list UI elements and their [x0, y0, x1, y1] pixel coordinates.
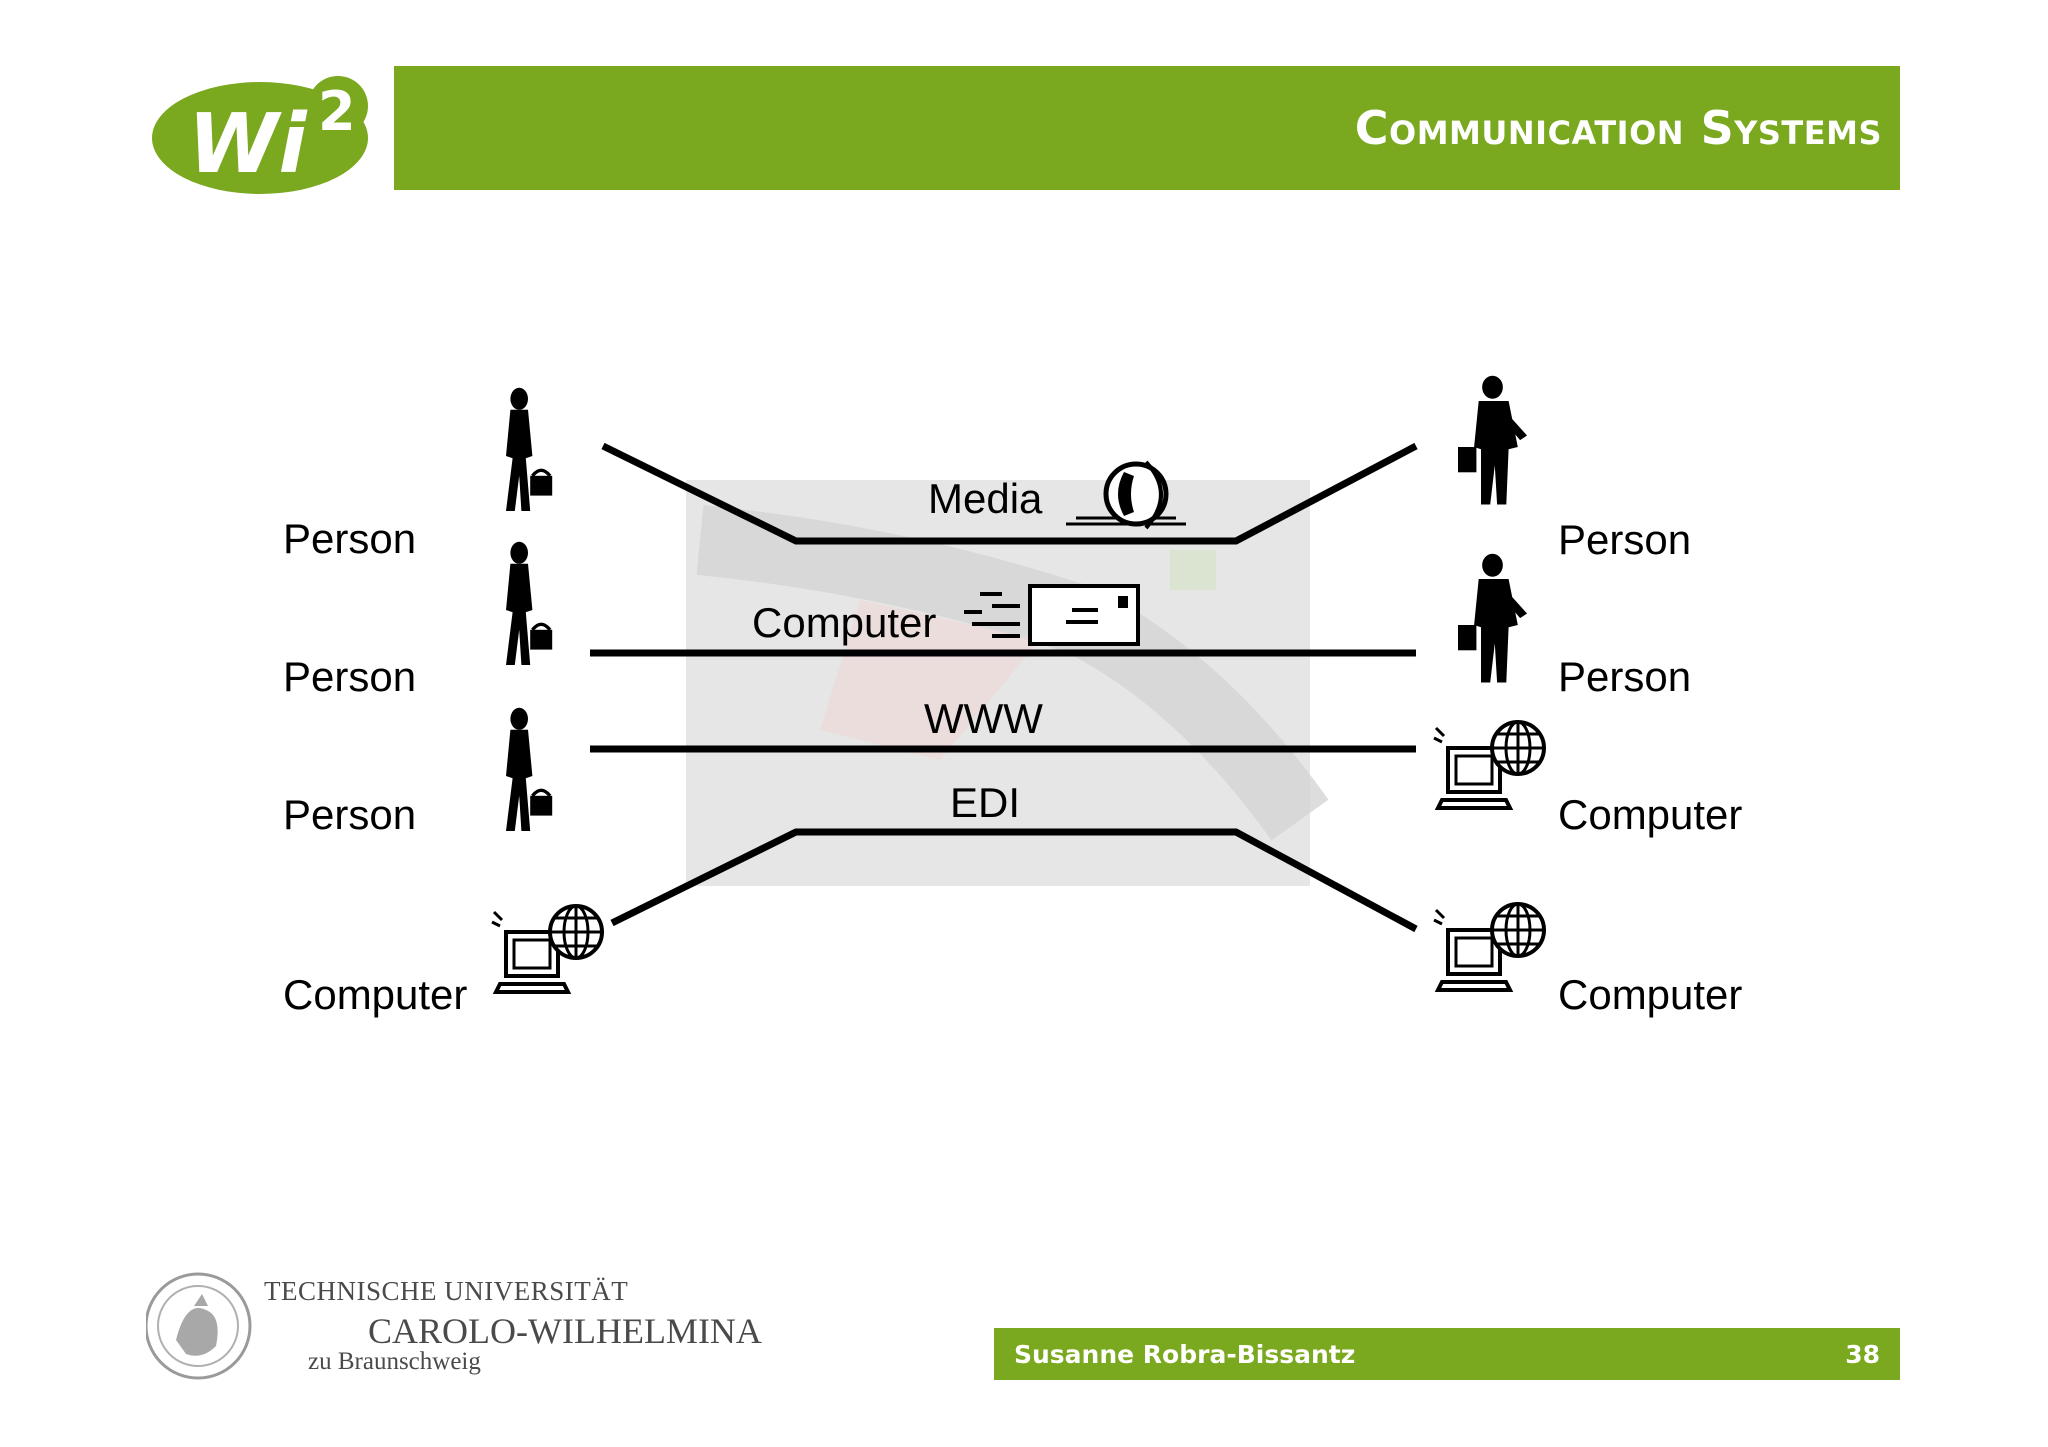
university-line2: CAROLO-WILHELMINA	[368, 1311, 762, 1351]
university-line1: TECHNISCHE UNIVERSITÄT	[264, 1276, 629, 1306]
left-label-2: Person	[283, 653, 417, 700]
university-logo: TECHNISCHE UNIVERSITÄT CAROLO-WILHELMINA…	[146, 1270, 762, 1382]
logo-superscript: 2	[318, 80, 356, 143]
person-male-icon	[1458, 375, 1527, 505]
left-label-3: Person	[283, 791, 417, 838]
channel-label-computer: Computer	[752, 599, 937, 646]
channel-label-media: Media	[928, 475, 1043, 522]
header-bar: Communication Systems	[394, 66, 1900, 190]
university-seal-icon	[146, 1272, 252, 1380]
logo-text: Wi	[188, 97, 308, 192]
wi2-logo: Wi 2	[148, 72, 384, 196]
page-title: Communication Systems	[1354, 101, 1882, 155]
media-line	[601, 442, 1418, 545]
right-label-1: Person	[1558, 516, 1692, 563]
right-label-4: Computer	[1558, 971, 1743, 1018]
left-label-1: Person	[283, 515, 417, 562]
person-female-icon	[504, 706, 554, 833]
computer-globe-icon	[490, 904, 604, 994]
right-label-2: Person	[1558, 653, 1692, 700]
person-female-icon	[504, 386, 554, 513]
page-number: 38	[1845, 1339, 1880, 1369]
left-label-4: Computer	[283, 971, 468, 1018]
channel-label-edi: EDI	[950, 779, 1021, 826]
email-icon	[964, 584, 1140, 646]
university-line3: zu Braunschweig	[308, 1348, 481, 1375]
telephone-icon	[1066, 460, 1186, 530]
computer-globe-icon	[1432, 720, 1546, 810]
footer-author: Susanne Robra-Bissantz	[1014, 1339, 1356, 1369]
edi-line	[610, 828, 1418, 933]
footer-bar: Susanne Robra-Bissantz 38	[994, 1328, 1900, 1380]
person-female-icon	[504, 540, 554, 667]
person-male-icon	[1458, 553, 1527, 683]
channel-label-www: WWW	[924, 695, 1043, 742]
computer-globe-icon	[1432, 902, 1546, 992]
right-label-3: Computer	[1558, 791, 1743, 838]
